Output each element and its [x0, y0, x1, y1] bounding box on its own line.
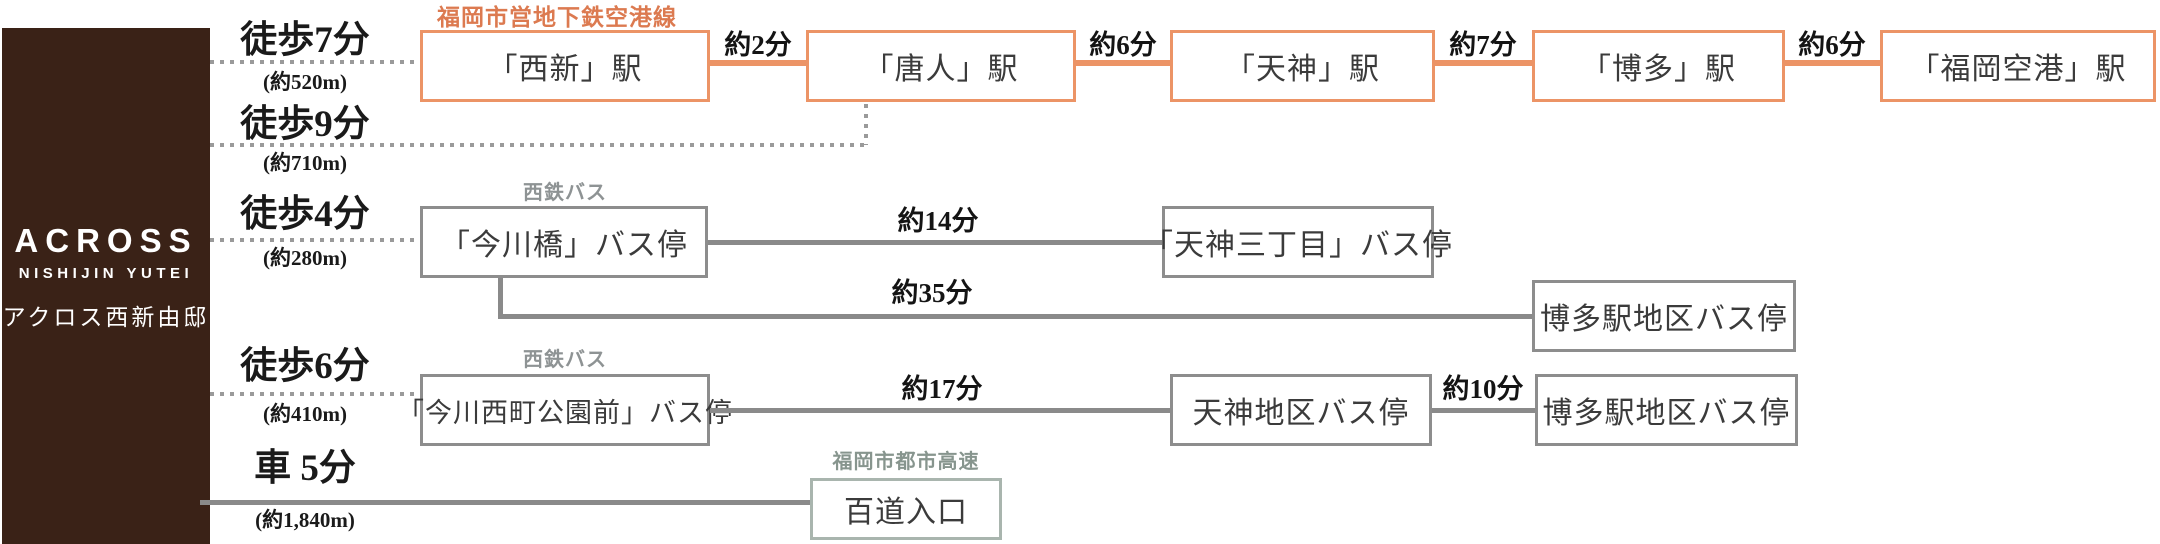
station-box-hakata: 「博多」駅 — [1532, 30, 1785, 102]
bus-stop-box-hakata-district-1: 博多駅地区バス停 — [1532, 280, 1796, 352]
dotted-connector-walk9 — [210, 143, 868, 147]
bus-time-1b: 約35分 — [891, 278, 973, 308]
bus-branch-vertical — [498, 278, 503, 317]
bus-connector-1b — [498, 314, 1532, 319]
brand-name: ACROSS — [14, 222, 198, 259]
station-box-fukuoka-airport: 「福岡空港」駅 — [1880, 30, 2156, 102]
bus-stop-box-imagawa-nishimachi: 「今川西町公園前」バス停 — [397, 374, 732, 446]
dotted-connector-walk4 — [210, 238, 420, 242]
bus-operator-label-1: 西鉄バス — [523, 182, 607, 204]
bus-stop-box-imagawabashi: 「今川橋」バス停 — [420, 206, 708, 278]
subway-time-1: 約2分 — [724, 30, 792, 60]
walk-distance-subway: (約520m) — [263, 70, 347, 94]
station-box-tenjin: 「天神」駅 — [1170, 30, 1435, 102]
bus-stop-box-tenjin-3chome: 「天神三丁目」バス停 — [1143, 206, 1452, 278]
walk-time-bus2: 徒歩6分 — [240, 346, 370, 387]
bus-time-1a: 約14分 — [897, 206, 979, 236]
drive-time-label: 車 5分 — [254, 448, 356, 489]
subway-time-3: 約7分 — [1449, 30, 1517, 60]
brand-panel: ACROSS NISHIJIN YUTEI アクロス西新由邸 — [2, 28, 210, 544]
subway-connector-2 — [1074, 60, 1172, 66]
walk-distance-subway-alt: (約710m) — [263, 151, 347, 175]
drive-distance: (約1,840m) — [255, 508, 355, 532]
subway-time-4: 約6分 — [1798, 30, 1866, 60]
subway-connector-4 — [1783, 60, 1882, 66]
station-box-tojin: 「唐人」駅 — [806, 30, 1076, 102]
highway-entrance-box-momochi: 百道入口 — [810, 478, 1002, 540]
walk-time-bus1: 徒歩4分 — [240, 194, 370, 235]
bus-stop-box-tenjin-district: 天神地区バス停 — [1170, 374, 1432, 446]
station-box-nishijin: 「西新」駅 — [420, 30, 710, 102]
subway-time-2: 約6分 — [1089, 30, 1157, 60]
subway-connector-3 — [1433, 60, 1534, 66]
bus-connector-2a — [710, 408, 1170, 413]
bus-connector-1a — [708, 240, 1162, 245]
walk-time-subway-alt: 徒歩9分 — [240, 104, 370, 145]
brand-subname: NISHIJIN YUTEI — [18, 264, 194, 282]
dotted-connector-walk6 — [210, 392, 420, 396]
walk-distance-bus1: (約280m) — [263, 246, 347, 270]
bus-stop-box-hakata-district-2: 博多駅地区バス停 — [1535, 374, 1798, 446]
subway-line-label: 福岡市営地下鉄空港線 — [437, 5, 677, 30]
dotted-connector-walk9-vertical — [864, 104, 868, 145]
brand-jp-name: アクロス西新由邸 — [2, 304, 210, 330]
dotted-connector-walk7 — [210, 60, 420, 64]
bus-time-2b: 約10分 — [1442, 374, 1524, 404]
walk-time-subway: 徒歩7分 — [240, 20, 370, 61]
bus-time-2a: 約17分 — [901, 374, 983, 404]
subway-connector-1 — [710, 60, 808, 66]
highway-label: 福岡市都市高速 — [832, 451, 980, 473]
walk-distance-bus2: (約410m) — [263, 402, 347, 426]
car-connector — [200, 500, 810, 505]
bus-connector-2b — [1432, 408, 1535, 413]
bus-operator-label-2: 西鉄バス — [523, 349, 607, 371]
